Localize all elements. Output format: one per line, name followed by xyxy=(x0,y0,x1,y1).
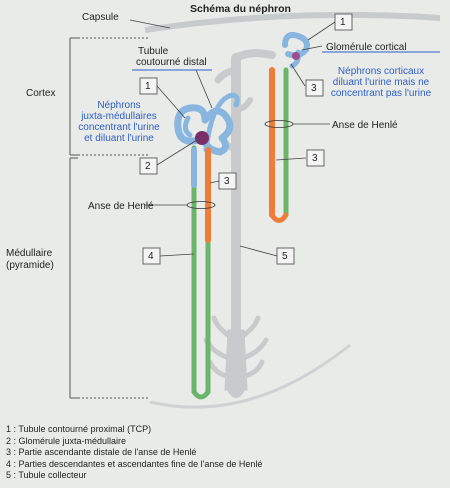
juxta-line1: Néphrons xyxy=(97,100,141,111)
label-distal-tubule-line2: coutourné distal xyxy=(136,57,207,68)
cortical-line1: Néphrons corticaux xyxy=(337,66,425,77)
label-henle-cortical: Anse de Henlé xyxy=(332,120,398,131)
legend-item-4: 4 : Parties descendantes et ascendantes … xyxy=(6,458,263,469)
num-5: 5 xyxy=(282,251,288,262)
label-henle-juxta: Anse de Henlé xyxy=(88,201,154,212)
kidney-bottom-curve xyxy=(149,343,351,409)
num-3-cortical-top: 3 xyxy=(311,83,317,94)
num-3-juxta: 3 xyxy=(224,176,230,187)
num-3-cortical-bottom: 3 xyxy=(312,153,318,164)
label-capsule: Capsule xyxy=(82,12,119,23)
diagram-title: Schéma du néphron xyxy=(190,3,291,15)
legend-item-2: 2 : Glomérule juxta-médullaire xyxy=(6,435,127,446)
medulla-bracket xyxy=(69,157,150,399)
label-pyramid: (pyramide) xyxy=(6,260,54,271)
capsule-outline xyxy=(144,11,441,33)
cortical-line2: diluant l'urine mais ne xyxy=(332,77,430,88)
legend-item-5: 5 : Tubule collecteur xyxy=(6,470,87,480)
juxtamedullary-glomerulus xyxy=(195,131,209,145)
juxta-line2: juxta-médullaires xyxy=(81,111,157,122)
cortical-line3: concentrant pas l'urine xyxy=(330,88,432,99)
jm-distal-tubule xyxy=(203,92,240,153)
papilla-branches xyxy=(203,315,269,381)
box-2-juxta xyxy=(139,157,158,175)
label-distal-tubule-line1: Tubule xyxy=(138,46,169,57)
juxta-line4: et diluant l'urine xyxy=(84,133,154,144)
cortical-glomerulus xyxy=(292,52,300,60)
num-1-juxta: 1 xyxy=(145,81,151,92)
label-cortical-glomerulus: Glomérule cortical xyxy=(326,42,407,53)
box-3-cortical-top xyxy=(305,79,324,97)
label-medulla: Médullaire xyxy=(6,248,53,259)
num-2-juxta: 2 xyxy=(145,161,151,172)
box-3-cortical-bottom xyxy=(306,149,325,167)
legend: 1 : Tubule contourné proximal (TCP) 2 : … xyxy=(6,424,262,482)
legend-item-1: 1 : Tubule contourné proximal (TCP) xyxy=(6,424,152,434)
cortical-description: Néphrons corticaux diluant l'urine mais … xyxy=(318,66,444,99)
label-cortex: Cortex xyxy=(26,88,56,99)
cortex-bracket xyxy=(69,37,150,156)
legend-item-3: 3 : Partie ascendante distale de l'anse … xyxy=(6,447,197,457)
num-1-cortical: 1 xyxy=(340,17,346,28)
juxta-line3: concentrant l'urine xyxy=(78,122,160,133)
juxtamedullary-nephron xyxy=(174,92,240,400)
num-4: 4 xyxy=(148,251,154,262)
juxtamedullary-description: Néphrons juxta-médullaires concentrant l… xyxy=(64,100,174,144)
collecting-tubule xyxy=(214,49,276,335)
leader-lines xyxy=(129,19,336,257)
